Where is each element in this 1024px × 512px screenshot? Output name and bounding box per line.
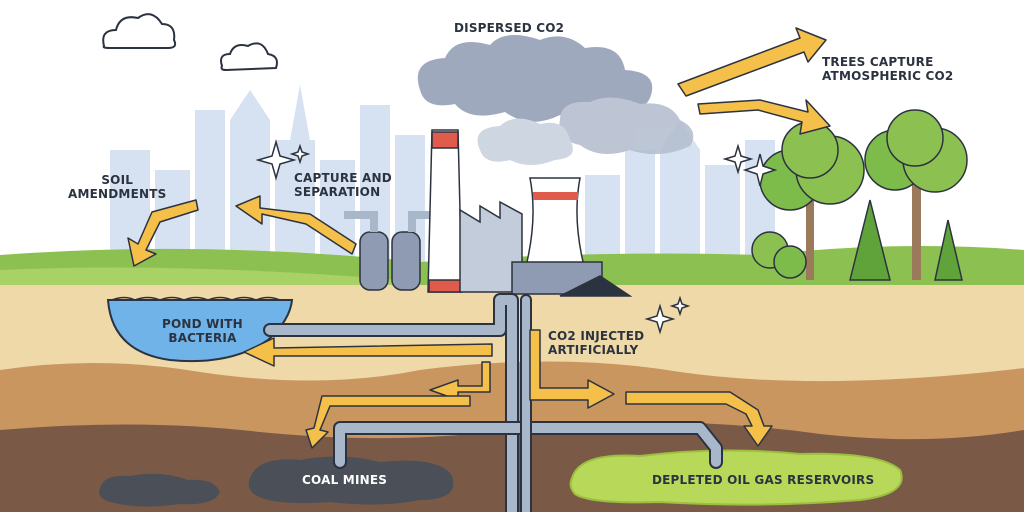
flow-arrows	[127, 27, 831, 449]
chimney	[427, 129, 463, 293]
trees	[751, 109, 968, 281]
label-capture-separation: CAPTURE AND SEPARATION	[294, 171, 392, 199]
sparkle-left	[255, 139, 297, 181]
arrow-down-right	[429, 361, 491, 401]
cooling-tower	[511, 177, 633, 297]
label-dispersed-co2: DISPERSED CO2	[454, 21, 565, 35]
label-soil-amendments: SOIL AMENDMENTS	[68, 173, 167, 201]
reservoir-blob	[569, 449, 903, 506]
arrow-to-trees-upper	[677, 27, 827, 97]
pipe-network	[263, 293, 723, 512]
storage-tanks	[344, 211, 432, 291]
arrow-to-reservoir	[625, 391, 773, 447]
coal-mine-blob	[248, 456, 454, 505]
label-depleted-reservoirs: DEPLETED OIL GAS RESERVOIRS	[652, 473, 875, 487]
sparkle-right-large	[742, 153, 778, 187]
label-coal-mines: COAL MINES	[302, 473, 388, 487]
pond-waves	[111, 296, 281, 301]
arrow-capture-to-soil	[235, 195, 357, 255]
cloud-small	[220, 42, 278, 72]
sparkle-right	[722, 143, 754, 175]
coal-mine-blob-small	[99, 473, 220, 507]
arrow-to-trees-lower	[697, 99, 831, 135]
sparkle-inject-small	[669, 295, 691, 317]
sparkle-inject	[644, 303, 676, 335]
label-co2-injected: CO2 INJECTED ARTIFICIALLY	[548, 329, 645, 357]
label-pond: POND WITH BACTERIA	[162, 317, 243, 345]
arrow-soil-to-left	[127, 199, 199, 267]
smoke-cloud	[417, 35, 694, 165]
sparkles	[255, 139, 778, 335]
label-trees-capture: TREES CAPTURE ATMOSPHERIC CO2	[822, 55, 954, 83]
arrow-down-right-inject	[529, 329, 615, 409]
arrow-down-left-mine	[305, 395, 471, 449]
pond	[106, 299, 294, 363]
sparkle-left-small	[289, 143, 311, 165]
cloud-left	[102, 13, 177, 49]
arrow-to-pond	[243, 337, 493, 367]
